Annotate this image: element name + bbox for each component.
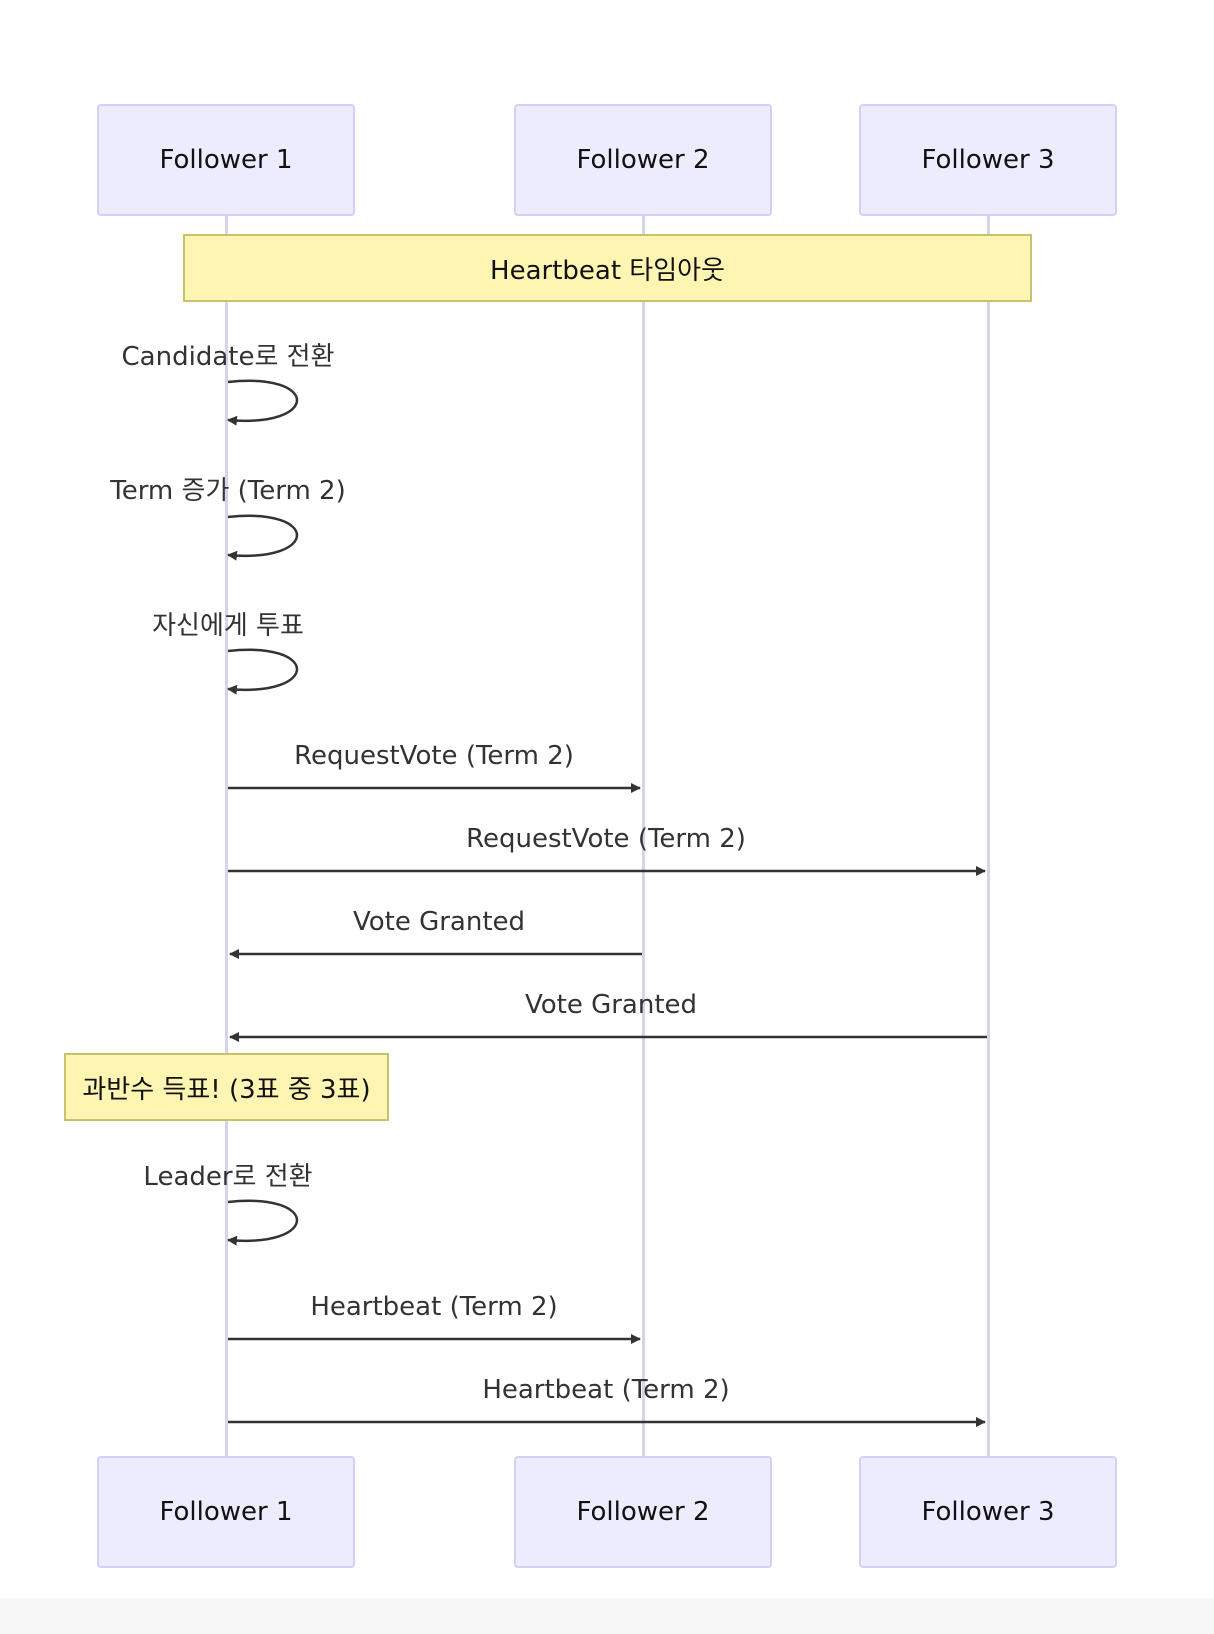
actor-label: Follower 2 bbox=[576, 145, 710, 175]
lifeline-follower-1 bbox=[225, 216, 228, 1458]
actor-follower-1-bottom: Follower 1 bbox=[97, 1456, 355, 1568]
actor-label: Follower 1 bbox=[159, 145, 293, 175]
self-message-label-candidate: Candidate로 전환 bbox=[121, 342, 335, 372]
message-label-vote-granted-f2: Vote Granted bbox=[352, 907, 526, 937]
self-loop-arrow-term bbox=[227, 514, 299, 561]
actor-label: Follower 3 bbox=[921, 1497, 1055, 1527]
actor-follower-3-top: Follower 3 bbox=[859, 104, 1117, 216]
actor-follower-2-bottom: Follower 2 bbox=[514, 1456, 772, 1568]
bottom-strip bbox=[0, 1598, 1214, 1634]
lifeline-follower-2 bbox=[642, 216, 645, 1458]
message-label-heartbeat-f2: Heartbeat (Term 2) bbox=[310, 1292, 558, 1322]
actor-follower-3-bottom: Follower 3 bbox=[859, 1456, 1117, 1568]
note-heartbeat-timeout: Heartbeat 타임아웃 bbox=[183, 234, 1032, 302]
self-loop-arrow-leader bbox=[227, 1199, 299, 1246]
actor-follower-2-top: Follower 2 bbox=[514, 104, 772, 216]
message-label-heartbeat-f3: Heartbeat (Term 2) bbox=[482, 1375, 730, 1405]
note-text: Heartbeat 타임아웃 bbox=[490, 255, 725, 286]
message-label-requestvote-f2: RequestVote (Term 2) bbox=[294, 741, 574, 771]
self-message-label-leader: Leader로 전환 bbox=[143, 1162, 313, 1192]
self-loop-arrow-candidate bbox=[227, 379, 299, 426]
note-majority-vote: 과반수 득표! (3표 중 3표) bbox=[64, 1053, 389, 1121]
actor-label: Follower 1 bbox=[159, 1497, 293, 1527]
lifeline-follower-3 bbox=[987, 216, 990, 1458]
actor-label: Follower 3 bbox=[921, 145, 1055, 175]
self-loop-arrow-vote bbox=[227, 648, 299, 695]
actor-label: Follower 2 bbox=[576, 1497, 710, 1527]
note-text: 과반수 득표! (3표 중 3표) bbox=[82, 1074, 371, 1105]
message-label-vote-granted-f3: Vote Granted bbox=[524, 990, 698, 1020]
message-label-requestvote-f3: RequestVote (Term 2) bbox=[466, 824, 746, 854]
self-message-label-term: Term 증가 (Term 2) bbox=[110, 476, 346, 506]
actor-follower-1-top: Follower 1 bbox=[97, 104, 355, 216]
self-message-label-vote: 자신에게 투표 bbox=[152, 611, 304, 641]
